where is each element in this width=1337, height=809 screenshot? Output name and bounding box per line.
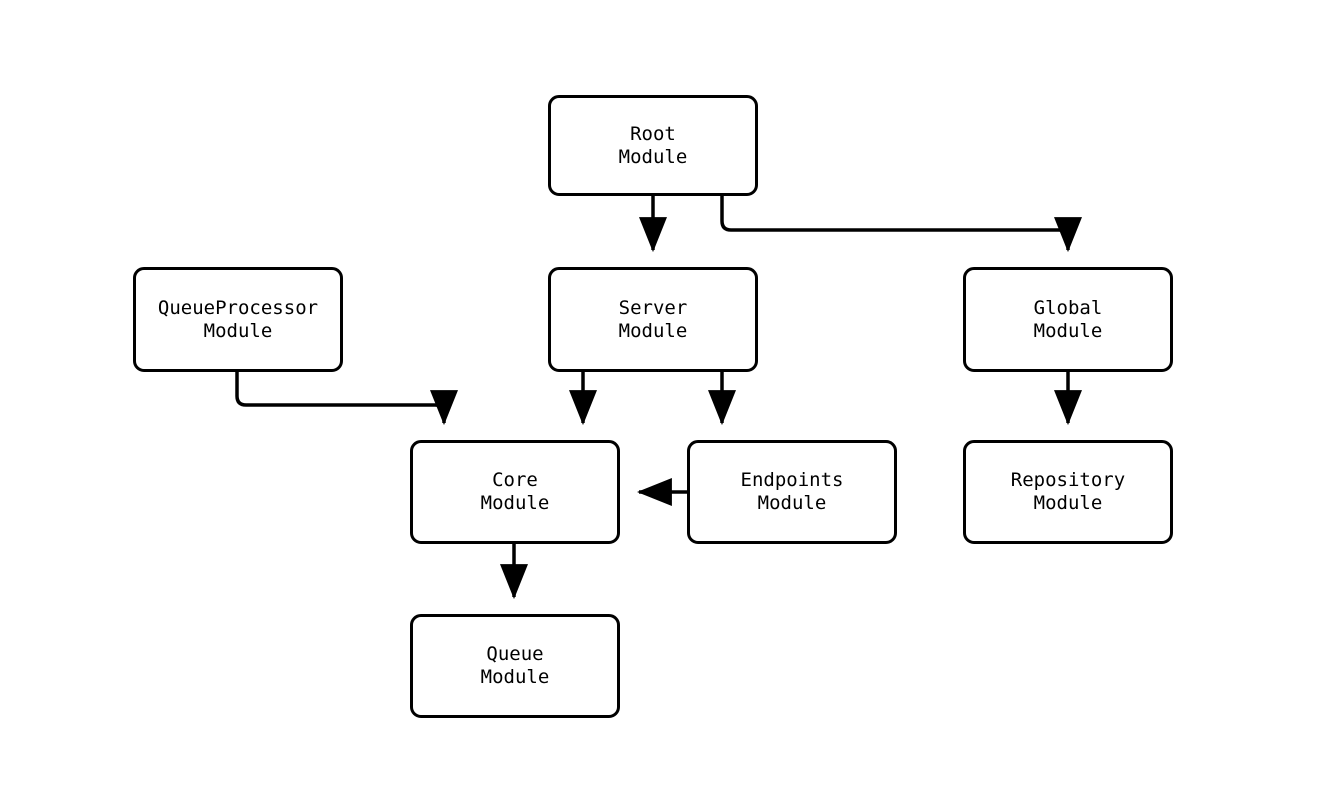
node-queue-module-label: Queue Module: [480, 643, 550, 688]
node-core-module-label: Core Module: [480, 469, 550, 514]
edge-queueprocessor-to-core: [235, 372, 458, 426]
node-queueprocessor-module[interactable]: QueueProcessor Module: [133, 267, 343, 372]
node-queueprocessor-module-label: QueueProcessor Module: [157, 296, 319, 342]
node-server-module[interactable]: Server Module: [548, 267, 758, 372]
edge-root-to-global: [720, 196, 1082, 253]
node-global-module-label: Global Module: [1033, 296, 1103, 342]
node-endpoints-module-label: Endpoints Module: [740, 469, 844, 514]
node-server-module-label: Server Module: [618, 296, 688, 342]
node-queue-module[interactable]: Queue Module: [410, 614, 620, 718]
node-global-module[interactable]: Global Module: [963, 267, 1173, 372]
node-root-module[interactable]: Root Module: [548, 95, 758, 196]
node-root-module-label: Root Module: [618, 122, 688, 168]
node-core-module[interactable]: Core Module: [410, 440, 620, 544]
node-endpoints-module[interactable]: Endpoints Module: [687, 440, 897, 544]
node-repository-module[interactable]: Repository Module: [963, 440, 1173, 544]
node-repository-module-label: Repository Module: [1010, 469, 1126, 514]
